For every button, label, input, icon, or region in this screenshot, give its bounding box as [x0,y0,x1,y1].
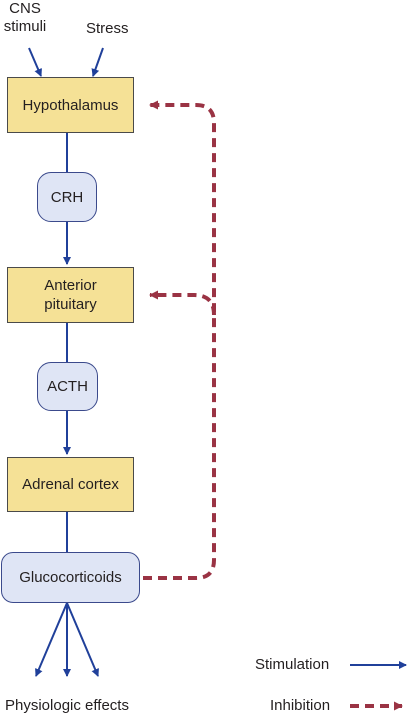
hypothalamus-label: Hypothalamus [22,96,119,114]
cns-label-line1: CNS [9,0,41,17]
cns-stimuli-label: CNS stimuli [0,0,50,36]
crh-box: CRH [37,172,97,222]
adrenal-cortex-label: Adrenal cortex [22,476,119,493]
anterior-pituitary-box: Anterior pituitary [7,267,134,323]
glucocorticoids-label: Glucocorticoids [19,569,122,586]
cns-arrow [28,47,42,77]
stress-arrow [91,47,104,77]
legend-inhibition-label: Inhibition [270,697,331,714]
physiologic-effects-label: Physiologic effects [5,697,129,714]
effect-arrow-left [35,602,68,677]
acth-box: ACTH [37,362,98,411]
acth-label: ACTH [47,378,88,395]
cns-label-line2: stimuli [3,18,47,35]
anterior-label-line2: pituitary [44,296,97,313]
legend-stimulation-label: Stimulation [255,656,330,673]
feedback-trunk [143,100,216,580]
adrenal-cortex-box: Adrenal cortex [7,457,134,512]
glucocorticoids-box: Glucocorticoids [1,552,140,603]
crh-label: CRH [50,188,84,206]
hypothalamus-box: Hypothalamus [7,77,134,133]
feedback-branch-anterior [149,290,216,316]
stress-label: Stress [86,20,129,37]
effect-arrow-right [66,602,99,677]
anterior-label-line1: Anterior [44,277,97,294]
